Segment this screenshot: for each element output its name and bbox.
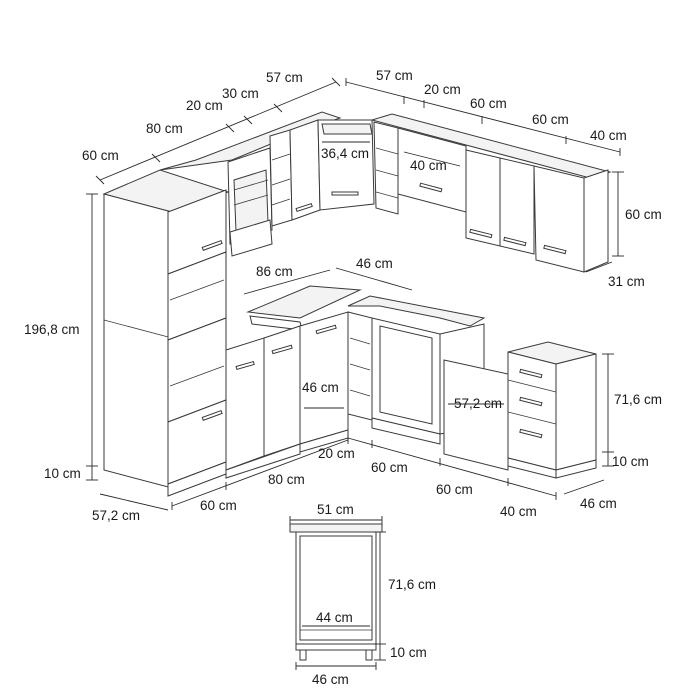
dim-counter-corner: 86 cm (256, 264, 293, 279)
dim-detail-top: 51 cm (317, 502, 354, 517)
dim-top-left-3: 20 cm (186, 98, 223, 113)
dim-right-bottom-2: 60 cm (371, 460, 408, 475)
dim-top-right-4: 60 cm (532, 112, 569, 127)
detail-base-cabinet (289, 523, 383, 661)
dim-plinth-right: 10 cm (612, 454, 649, 469)
dim-top-left-2: 80 cm (146, 121, 183, 136)
dim-right-depth: 46 cm (580, 496, 617, 511)
dishwasher-panel (443, 359, 509, 471)
open-shelf-right (373, 121, 399, 215)
dim-plinth-left: 10 cm (44, 466, 81, 481)
wall-cabinet-c (533, 165, 585, 273)
dim-top-left-1: 60 cm (82, 148, 119, 163)
dim-detail-bottom: 46 cm (312, 672, 349, 687)
base-door-2 (263, 325, 301, 457)
dim-top-left-5: 57 cm (266, 70, 303, 85)
tall-cabinet (102, 169, 230, 497)
dim-top-left-4: 30 cm (222, 86, 259, 101)
dim-counter-depth: 46 cm (356, 256, 393, 271)
base-shelf-unit (347, 311, 373, 421)
dim-wall-depth: 31 cm (608, 274, 645, 289)
left-base-cabinets (225, 285, 362, 479)
dim-top-right-2: 20 cm (424, 82, 461, 97)
dim-base-height: 71,6 cm (614, 392, 662, 407)
dim-corner-wall-width: 36,4 cm (321, 146, 369, 161)
wall-cabinet-b (499, 157, 535, 255)
dim-base-bottom-2: 80 cm (268, 472, 305, 487)
tall-cabinet-side (103, 193, 173, 489)
corner-wall-cabinet (317, 119, 375, 211)
dim-base-bottom-1: 60 cm (200, 498, 237, 513)
dim-corner-base-inner: 46 cm (302, 380, 339, 395)
dim-top-right-3: 60 cm (470, 96, 507, 111)
left-wall-door-cabinet (289, 119, 321, 221)
right-base-cabinets (347, 295, 597, 479)
dim-right-bottom-3: 60 cm (436, 482, 473, 497)
dim-wall-height: 60 cm (625, 207, 662, 222)
detail-leg-right (365, 649, 373, 661)
left-wall-cabinets (159, 111, 375, 257)
dim-detail-height: 71,6 cm (388, 577, 436, 592)
base-door-1 (225, 337, 265, 471)
dim-right-bottom-1: 20 cm (318, 446, 355, 461)
detail-leg-left (299, 649, 307, 661)
dimension-labels: 60 cm 80 cm 20 cm 30 cm 57 cm 57 cm 20 c… (24, 68, 662, 687)
dim-detail-plinth: 10 cm (390, 645, 427, 660)
dim-dishwasher-depth: 57,2 cm (454, 396, 502, 411)
dim-tall-depth: 57,2 cm (92, 508, 140, 523)
dim-detail-inner: 44 cm (316, 610, 353, 625)
dim-right-bottom-4: 40 cm (500, 504, 537, 519)
dim-top-right-1: 57 cm (376, 68, 413, 83)
dim-top-right-5: 40 cm (590, 128, 627, 143)
dimension-lines (86, 77, 624, 670)
drawer-unit-front (507, 351, 557, 471)
dim-wall-cabinet-40: 40 cm (410, 158, 447, 173)
open-shelf-left (269, 129, 293, 227)
dim-tall-height: 196,8 cm (24, 322, 80, 337)
right-wall-cabinets (370, 113, 612, 273)
